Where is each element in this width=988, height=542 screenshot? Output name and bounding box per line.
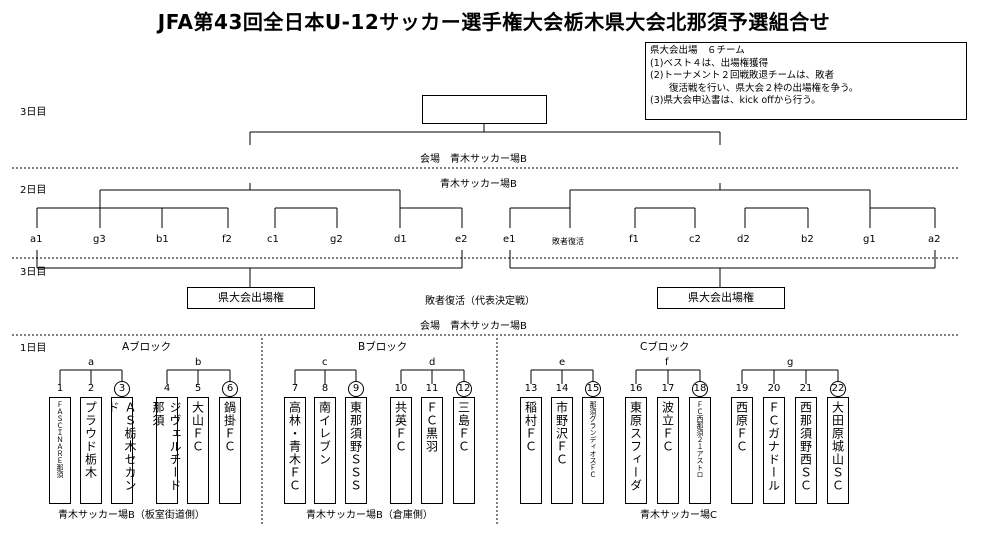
- team-box: 共英ＦＣ: [390, 397, 412, 504]
- note-line: 復活戦を行い、県大会２枠の出場権を争う。: [650, 82, 859, 94]
- team-number: 13: [524, 383, 538, 394]
- team-number: 6: [222, 381, 238, 397]
- group-label: e: [559, 357, 566, 368]
- group-label: d: [429, 357, 436, 368]
- venue-b: 青木サッカー場B（倉庫側）: [306, 510, 433, 521]
- team-box: 東原スフィーダ: [625, 397, 647, 504]
- team-box: 大田原城山ＳＣ: [827, 397, 849, 504]
- group-label: b: [195, 357, 202, 368]
- team-number: 8: [321, 383, 329, 394]
- team-box: 高林・青木ＦＣ: [284, 397, 306, 504]
- team-number: 19: [735, 383, 749, 394]
- team-number: 1: [56, 383, 64, 394]
- team-box: 市野沢ＦＣ: [551, 397, 573, 504]
- team-number: 10: [394, 383, 408, 394]
- team-box: ＡＳ栃木セカンド: [106, 397, 137, 504]
- team-number: 2: [87, 383, 95, 394]
- team-number: 21: [799, 383, 813, 394]
- team-number: 4: [163, 383, 171, 394]
- day2-venue: 青木サッカー場B: [440, 179, 517, 190]
- note-line: (2)トーナメント２回戦敗退チームは、敗者: [650, 70, 835, 81]
- day-label: 3日目: [20, 267, 47, 278]
- slot-label: b2: [801, 234, 814, 245]
- group-label: g: [787, 357, 794, 368]
- repechage-label: 敗者復活（代表決定戦）: [425, 296, 535, 307]
- group-label: f: [665, 357, 669, 368]
- team-number: 20: [767, 383, 781, 394]
- team-number: 5: [194, 383, 202, 394]
- team-number: 15: [585, 381, 601, 397]
- slot-label: d2: [737, 234, 750, 245]
- team-box: 西那須野西ＳＣ: [795, 397, 817, 504]
- team-box: 東那須野ＳＳＳ: [345, 397, 367, 504]
- note-line: (3)県大会申込書は、kick offから行う。: [650, 95, 821, 106]
- slot-label: c1: [267, 234, 279, 245]
- slot-label: d1: [394, 234, 407, 245]
- team-box: プラウド栃木: [80, 397, 102, 504]
- repechage-venue: 会場 青木サッカー場B: [420, 321, 527, 332]
- team-box: 南イレブン: [314, 397, 336, 504]
- team-number: 17: [661, 383, 675, 394]
- qualify-box: 県大会出場権: [657, 287, 785, 309]
- team-box: ＦＡＳＣＩＮＡＲＥ那須: [49, 397, 71, 504]
- team-number: 18: [692, 381, 708, 397]
- qualify-box: 県大会出場権: [187, 287, 315, 309]
- team-number: 22: [830, 381, 846, 397]
- team-box: 大山ＦＣ: [187, 397, 209, 504]
- slot-label: g3: [93, 234, 106, 245]
- day-label: 1日目: [20, 343, 47, 354]
- slot-label: b1: [156, 234, 169, 245]
- slot-label: f1: [629, 234, 639, 245]
- slot-label: f2: [222, 234, 232, 245]
- day-label: 2日目: [20, 185, 47, 196]
- team-number: 16: [629, 383, 643, 394]
- team-box: ジヴェルチード那須: [151, 397, 182, 504]
- team-box: 波立ＦＣ: [657, 397, 679, 504]
- team-number: 12: [456, 381, 472, 397]
- team-box: 鍋掛ＦＣ: [219, 397, 241, 504]
- venue-a: 青木サッカー場B（板室街道側）: [58, 510, 205, 521]
- note-line: 県大会出場 ６チーム: [650, 45, 745, 56]
- team-box: 那須グランディオスＦＣ: [582, 397, 604, 504]
- block-label: Cブロック: [640, 341, 690, 353]
- page-title: JFA第43回全日本U-12サッカー選手権大会栃木県大会北那須予選組合せ: [157, 10, 831, 34]
- slot-label: 敗者復活: [552, 237, 584, 246]
- team-number: 7: [291, 383, 299, 394]
- slot-label: a1: [30, 234, 43, 245]
- day-label: 3日目: [20, 107, 47, 118]
- team-box: ＦＣ黒羽: [421, 397, 443, 504]
- team-number: 14: [555, 383, 569, 394]
- team-box: ＦＣガナドール: [763, 397, 785, 504]
- team-box: ＦＣ西那須２１アストロ: [689, 397, 711, 504]
- slot-label: a2: [928, 234, 941, 245]
- team-number: 9: [348, 381, 364, 397]
- slot-label: e1: [503, 234, 516, 245]
- group-label: c: [322, 357, 328, 368]
- slot-label: g1: [863, 234, 876, 245]
- final-box: [422, 95, 547, 124]
- final-venue: 会場 青木サッカー場B: [420, 154, 527, 165]
- team-box: 三島ＦＣ: [453, 397, 475, 504]
- team-box: 稲村ＦＣ: [520, 397, 542, 504]
- slot-label: c2: [689, 234, 701, 245]
- note-line: (1)ベスト４は、出場権獲得: [650, 57, 769, 69]
- slot-label: g2: [330, 234, 343, 245]
- block-label: Bブロック: [358, 341, 408, 353]
- slot-label: e2: [455, 234, 468, 245]
- team-number: 11: [425, 383, 439, 394]
- rules-note: 県大会出場 ６チーム(1)ベスト４は、出場権獲得(2)トーナメント２回戦敗退チー…: [645, 42, 967, 120]
- block-label: Aブロック: [122, 341, 172, 353]
- group-label: a: [88, 357, 95, 368]
- team-number: 3: [114, 381, 130, 397]
- team-box: 西原ＦＣ: [731, 397, 753, 504]
- venue-c: 青木サッカー場C: [640, 510, 717, 521]
